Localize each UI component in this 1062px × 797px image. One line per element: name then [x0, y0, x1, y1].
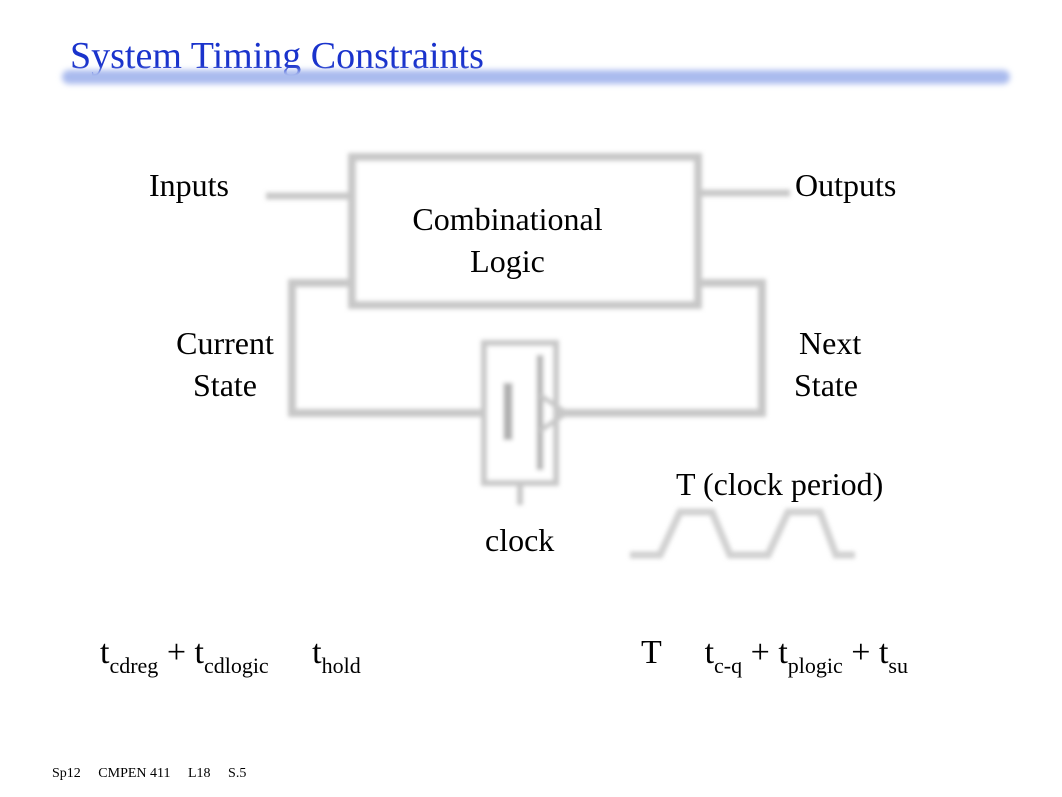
hold-eq-plus: + t: [158, 634, 204, 671]
setup-eq-sub-plogic: plogic: [752, 653, 843, 678]
outputs-label: Outputs: [795, 167, 897, 203]
next-state-label: Next State: [794, 323, 861, 406]
next-state-line1: Next: [799, 325, 862, 361]
clock-label: clock: [485, 522, 555, 558]
setup-constraint-equation: T  tc-q + tplogic + tsu: [641, 634, 908, 679]
setup-eq-plus1: + t: [707, 634, 788, 671]
inputs-label: Inputs: [149, 167, 229, 203]
title-underline: [62, 70, 1010, 84]
hold-eq-sub-cdlogic: cdlogic: [203, 653, 269, 678]
current-state-line2: State: [193, 366, 257, 403]
current-state-line1: Current: [176, 325, 274, 361]
slide-footer: Sp12 CMPEN 411 L18 S.5: [52, 766, 247, 781]
logic-label: Combinational Logic: [395, 199, 620, 282]
setup-eq-lhs: T  t: [641, 634, 714, 671]
hold-eq-t1: t: [100, 634, 110, 671]
setup-eq-sub-cq: c-q: [714, 653, 742, 678]
hold-eq-sub-cdreg: cdreg: [109, 653, 159, 678]
current-state-label: Current State: [160, 323, 290, 406]
hold-constraint-equation: tcdreg + tcdlogic  thold: [100, 634, 361, 679]
setup-eq-sub-su: su: [888, 653, 908, 678]
clock-triangle: [538, 392, 571, 434]
logic-label-line1: Combinational: [412, 201, 603, 237]
clock-period-label: T (clock period): [676, 466, 884, 502]
logic-box: [348, 153, 702, 309]
next-state-wire: [552, 279, 766, 417]
setup-eq-plus2: + t: [807, 634, 888, 671]
current-state-wire: [288, 279, 488, 417]
hold-eq-op:  t: [268, 634, 321, 671]
hold-eq-sub-hold: hold: [286, 653, 361, 678]
logic-label-line2: Logic: [470, 242, 545, 279]
next-state-line2: State: [794, 366, 858, 403]
register-box: [481, 340, 559, 486]
clock-waveform: [630, 508, 855, 559]
